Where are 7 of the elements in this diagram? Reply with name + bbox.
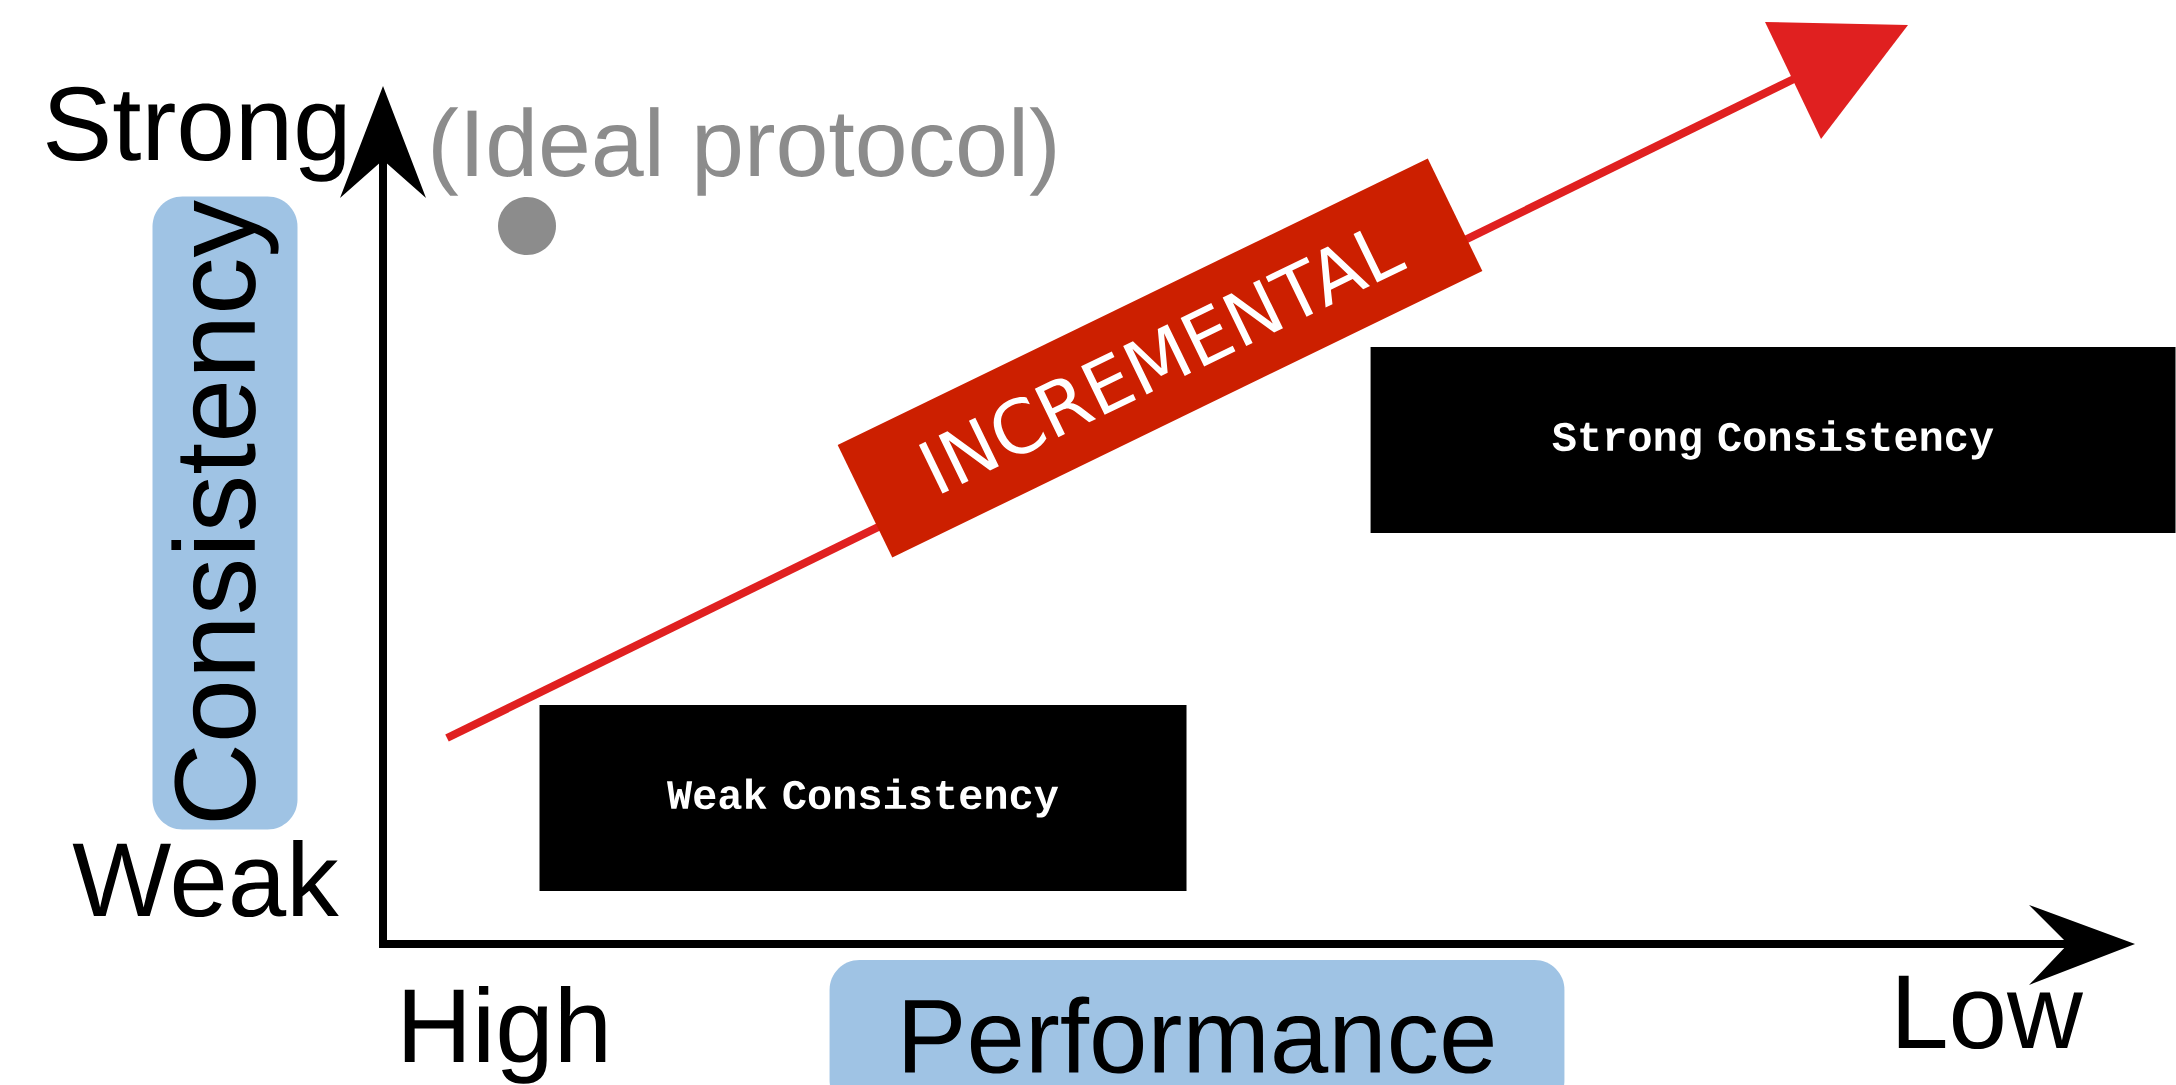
axis-label: Low (1898, 975, 2084, 1050)
axis-label: High (404, 985, 606, 1084)
axis-title-box: Performance (829, 960, 1565, 1085)
region-box: Strong Consistency (1370, 347, 2176, 533)
axis-label: Weak (72, 839, 339, 918)
axis-title-box: Consistency (152, 196, 298, 830)
region-box: Weak Consistency (539, 705, 1187, 891)
